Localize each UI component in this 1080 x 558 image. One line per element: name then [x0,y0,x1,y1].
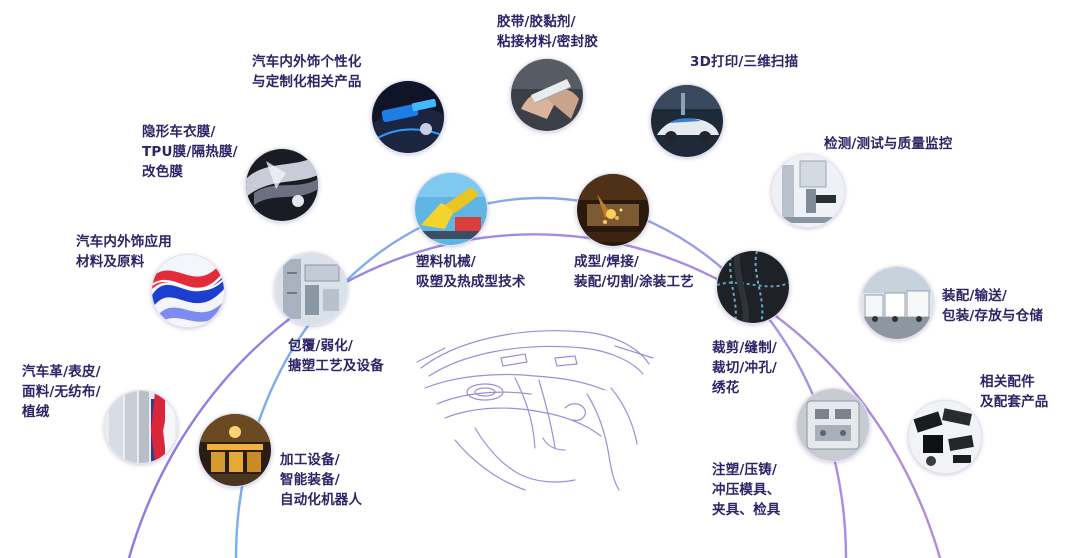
label-interior-materials: 汽车内外饰应用 材料及原料 [76,234,172,270]
label-inspection: 检测/测试与质量监控 [824,136,953,152]
node-interior-materials [151,254,225,328]
3d-car-icon [651,85,723,157]
factory-line-icon [199,414,271,486]
label-wrapping: 包覆/弱化/ 搪塑工艺及设备 [288,338,384,374]
label-molding: 注塑/压铸/ 冲压模具、 夹具、检具 [712,462,781,518]
label-car-film: 隐形车衣膜/ TPU膜/隔热膜/ 改色膜 [142,124,238,180]
leather-fabric-icon [105,391,177,463]
tape-hands-icon [511,59,583,131]
label-logistics: 装配/输送/ 包装/存放与仓储 [942,288,1044,324]
node-inspection [771,154,845,228]
label-seat-leather: 汽车革/表皮/ 面料/无纺布/ 植绒 [22,364,101,420]
node-cutting-sewing [716,250,790,324]
node-car-film [245,148,319,222]
label-automation: 加工设备/ 智能装备/ 自动化机器人 [280,452,363,508]
node-adhesives [510,58,584,132]
label-3d-printing: 3D打印/三维扫描 [690,54,799,70]
trucks-icon [861,267,933,339]
robot-arm-icon [415,173,487,245]
node-automation [198,413,272,487]
stitched-seat-icon [717,251,789,323]
node-wrapping [274,252,348,326]
label-adhesives: 胶带/胶黏剂/ 粘接材料/密封胶 [497,14,599,50]
label-accessories: 相关配件 及配套产品 [980,374,1049,410]
node-3d-printing [650,84,724,158]
inspection-machine-icon [772,155,844,227]
node-forming-welding [576,173,650,247]
label-forming-welding: 成型/焊接/ 装配/切割/涂装工艺 [574,254,694,290]
machine-detail-icon [275,253,347,325]
inner-arc [234,196,848,558]
node-molding [796,388,870,462]
node-seat-leather [104,390,178,464]
node-logistics [860,266,934,340]
color-ribbons-icon [152,255,224,327]
mold-icon [797,389,869,461]
node-plastics-machinery [414,172,488,246]
film-wrap-icon [246,149,318,221]
dashboard-icon [372,81,444,153]
label-plastics-machinery: 塑料机械/ 吸塑及热成型技术 [416,254,526,290]
welding-sparks-icon [577,174,649,246]
label-cutting-sewing: 裁剪/缝制/ 裁切/冲孔/ 绣花 [712,340,778,396]
parts-icon [909,401,981,473]
car-interior-sketch [416,330,654,491]
label-personalization: 汽车内外饰个性化 与定制化相关产品 [252,54,362,90]
node-personalization [371,80,445,154]
node-accessories [908,400,982,474]
